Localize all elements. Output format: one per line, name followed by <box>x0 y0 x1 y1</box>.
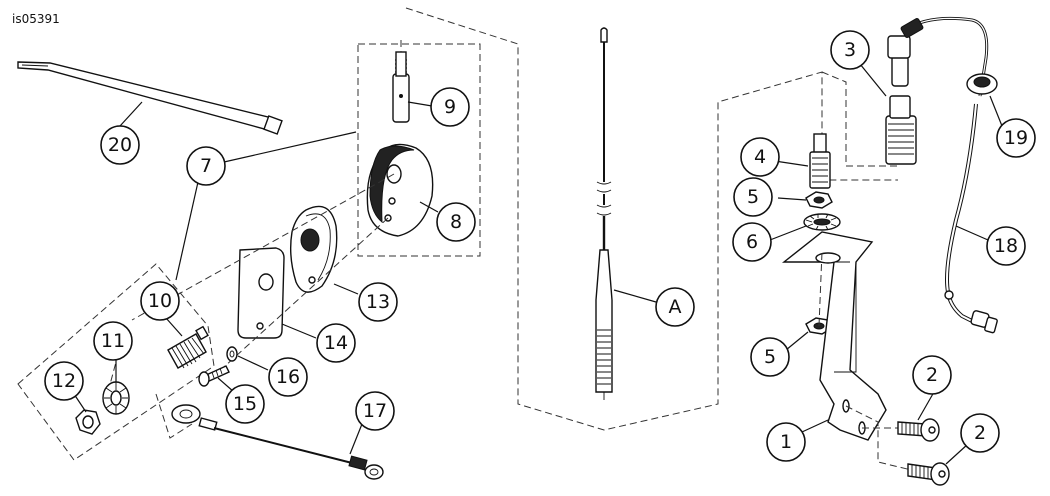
svg-text:7: 7 <box>200 155 212 177</box>
svg-text:12: 12 <box>52 370 76 392</box>
callout-10: 10 <box>140 281 180 321</box>
nut-part-5-upper <box>805 191 833 209</box>
callout-2-upper: 2 <box>912 355 952 395</box>
svg-text:14: 14 <box>324 332 348 354</box>
cable-tie-part-20 <box>17 61 283 135</box>
svg-text:3: 3 <box>844 39 856 61</box>
svg-text:15: 15 <box>233 393 257 415</box>
ground-strap-part-17 <box>171 404 384 480</box>
screw-part-15 <box>198 365 230 387</box>
leader-lines <box>73 63 1003 465</box>
svg-text:11: 11 <box>101 330 125 352</box>
callout-A: A <box>655 287 695 327</box>
svg-text:2: 2 <box>926 364 938 386</box>
callout-19: 19 <box>996 118 1036 158</box>
callout-2-lower: 2 <box>960 413 1000 453</box>
callout-17: 17 <box>355 391 395 431</box>
svg-text:1: 1 <box>780 431 792 453</box>
callout-15: 15 <box>225 384 265 424</box>
callout-4: 4 <box>740 137 780 177</box>
callout-11: 11 <box>93 321 133 361</box>
gasket-part-13 <box>289 205 338 293</box>
antenna-whip-part-A <box>595 27 613 400</box>
callout-6: 6 <box>732 222 772 262</box>
svg-text:6: 6 <box>746 231 758 253</box>
callout-13: 13 <box>358 282 398 322</box>
svg-text:10: 10 <box>148 290 172 312</box>
bolt-part-2-upper <box>897 418 940 442</box>
connector-part-10 <box>167 325 209 369</box>
callout-14: 14 <box>316 323 356 363</box>
callout-9: 9 <box>430 87 470 127</box>
bolt-part-2-lower <box>907 462 950 486</box>
lock-washer-part-11 <box>102 381 130 415</box>
svg-text:8: 8 <box>450 211 462 233</box>
stud-part-4 <box>809 133 831 189</box>
antenna-lead-part-18 <box>944 103 998 334</box>
callout-16: 16 <box>268 357 308 397</box>
align-line-2 <box>213 217 389 377</box>
svg-text:5: 5 <box>764 346 776 368</box>
callout-8: 8 <box>436 202 476 242</box>
bracket-part-1 <box>781 231 929 475</box>
frame-bracket-projection <box>821 71 898 167</box>
svg-text:20: 20 <box>108 134 132 156</box>
callout-3: 3 <box>830 30 870 70</box>
svg-text:13: 13 <box>366 291 390 313</box>
kit-box-10-12 <box>17 263 215 461</box>
nut-part-12 <box>75 409 101 435</box>
housing-part-8 <box>366 143 434 237</box>
callout-18: 18 <box>986 226 1026 266</box>
svg-text:19: 19 <box>1004 127 1028 149</box>
washer-part-16 <box>226 346 238 362</box>
svg-text:17: 17 <box>363 400 387 422</box>
adapter-part-9 <box>392 40 410 123</box>
svg-text:16: 16 <box>276 366 300 388</box>
svg-text:A: A <box>669 296 682 318</box>
callout-20: 20 <box>100 125 140 165</box>
svg-text:4: 4 <box>754 146 766 168</box>
align-line-4 <box>155 393 193 439</box>
svg-text:9: 9 <box>444 96 456 118</box>
align-line-1 <box>131 173 395 321</box>
svg-text:18: 18 <box>994 235 1018 257</box>
callout-12: 12 <box>44 361 84 401</box>
plate-part-14 <box>237 247 285 339</box>
svg-text:5: 5 <box>747 186 759 208</box>
callout-1: 1 <box>766 422 806 462</box>
callout-5-lower: 5 <box>750 337 790 377</box>
kit-box-9-8 <box>357 43 481 257</box>
callout-5-upper: 5 <box>733 177 773 217</box>
svg-text:2: 2 <box>974 422 986 444</box>
grommet-part-19 <box>966 73 998 95</box>
figure-id: is05391 <box>12 12 60 26</box>
coax-connector-part-3 <box>885 16 989 165</box>
lock-washer-part-6 <box>803 213 841 231</box>
callout-7: 7 <box>186 146 226 186</box>
